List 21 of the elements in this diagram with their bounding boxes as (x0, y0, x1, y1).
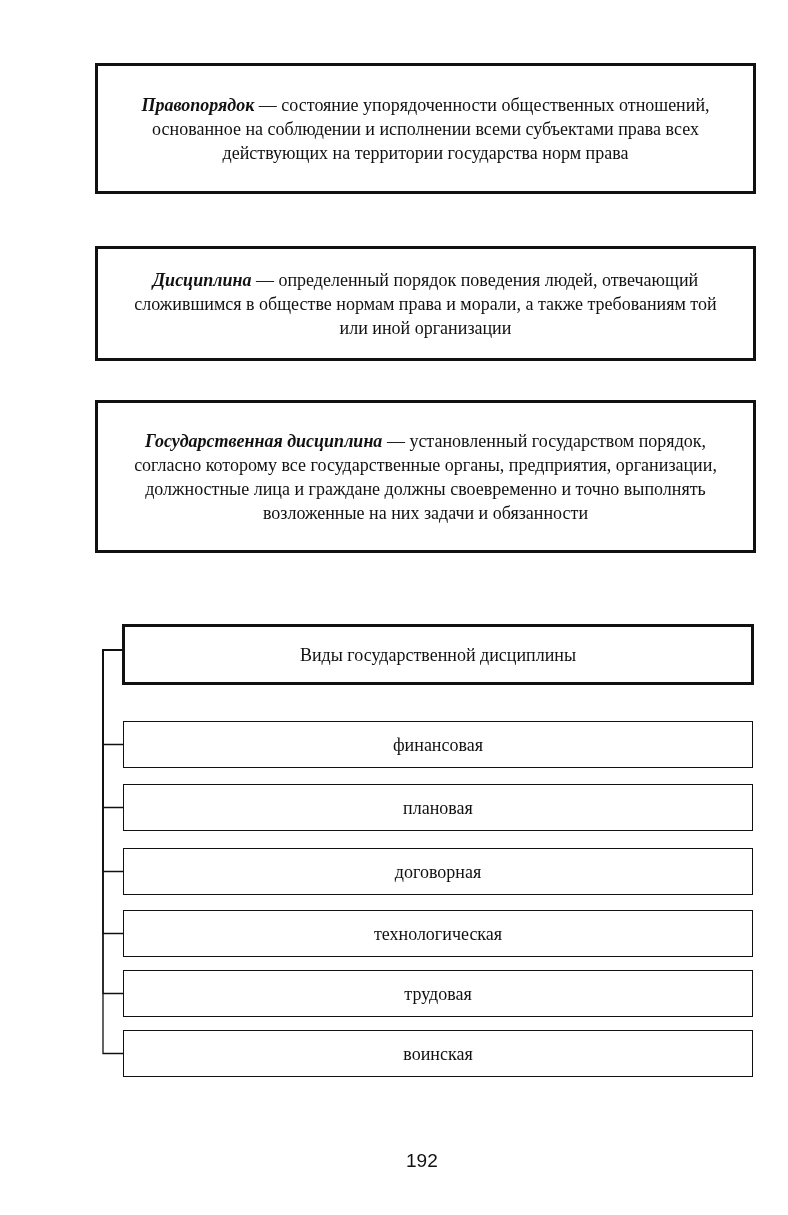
definition-box (95, 63, 756, 194)
box-text: Правопорядок — состояние упорядоченности общественных отношений, основанное на соблюдении и исполнении всеми субъектами права всех действующих на территории государства норм права (140, 93, 711, 165)
header-box (122, 624, 754, 685)
definition-box (95, 400, 756, 553)
box-text: плановая (403, 796, 473, 820)
type-box (123, 970, 753, 1017)
page-number: 192 (406, 1149, 438, 1173)
box-text: договорная (394, 860, 482, 884)
type-box (123, 848, 753, 895)
type-box (123, 721, 753, 768)
definition-box (95, 246, 756, 361)
type-box (123, 1030, 753, 1077)
box-text: Государственная дисциплина — установленный государством порядок, согласно которому все государственные органы, предприятия, организации, должностные лица и граждане должны своевременно и точно выполнять возложенные на них задачи и обязанности (133, 429, 718, 525)
box-text: трудовая (404, 982, 472, 1006)
box-text: воинская (403, 1042, 473, 1066)
type-box (123, 784, 753, 831)
box-text: Дисциплина — определенный порядок поведения людей, отвечающий сложившимся в обществе нормам права и морали, а также требованиям той или иной организации (133, 268, 718, 340)
type-box (123, 910, 753, 957)
box-text: финансовая (392, 733, 484, 757)
box-text: Виды государственной дисциплины (299, 643, 577, 667)
box-text: технологическая (373, 922, 503, 946)
